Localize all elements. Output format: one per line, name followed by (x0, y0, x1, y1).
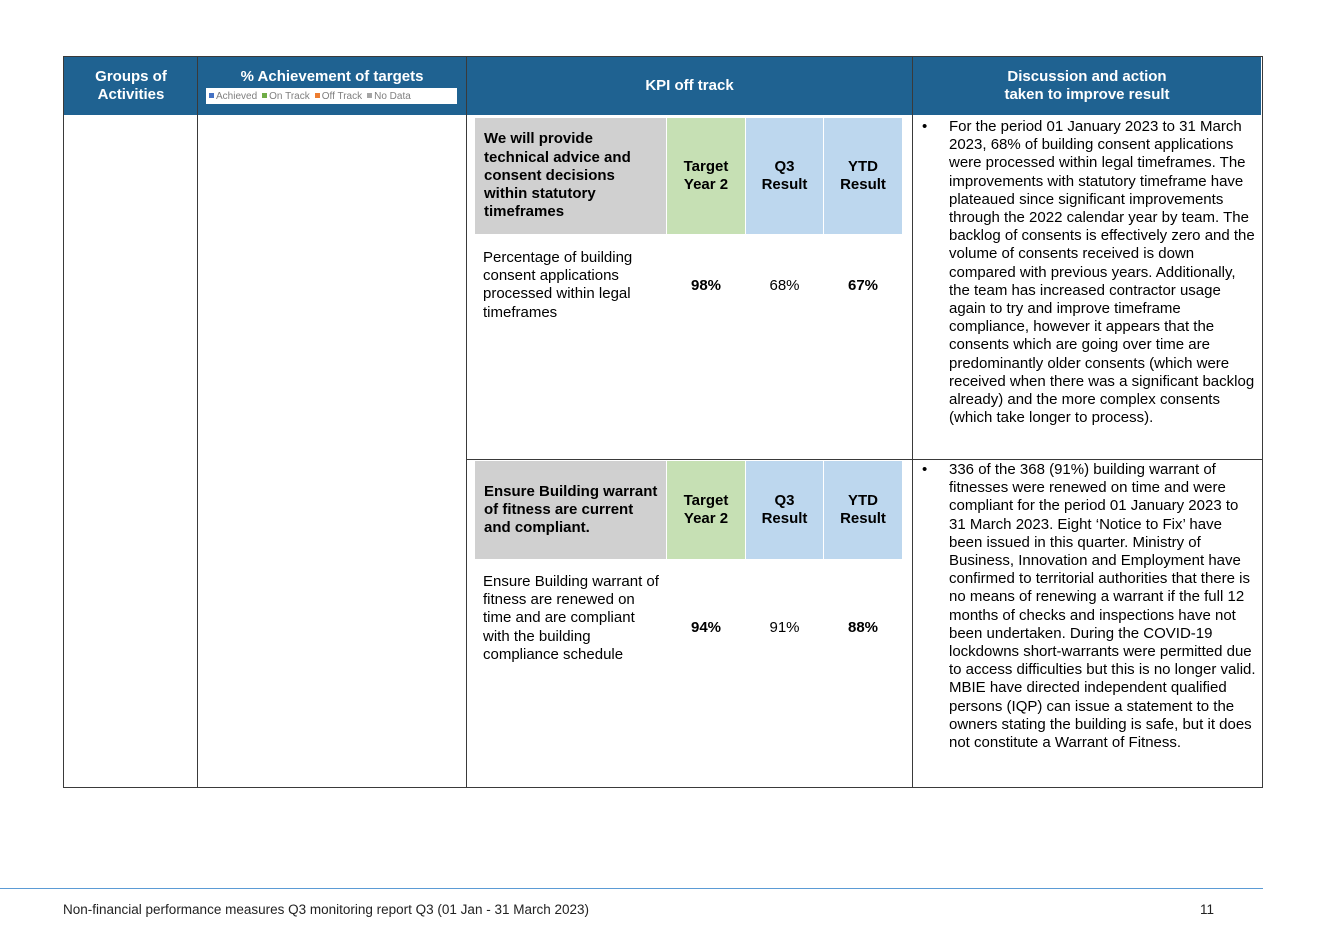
header-kpi-label: KPI off track (645, 77, 734, 94)
ytd-header-cell: YTD Result (824, 461, 902, 559)
measure-text: Ensure Building warrant of fitness are r… (483, 573, 659, 663)
col-divider-1 (197, 56, 198, 788)
ytd-value-text: 67% (847, 276, 879, 294)
achievement-legend: Achieved On Track Off Track No Data (206, 88, 457, 104)
measure-description: Ensure Building warrant of fitness are r… (483, 573, 659, 683)
header-discussion: Discussion and action taken to improve r… (913, 57, 1261, 115)
legend-item-off-track: Off Track (314, 90, 363, 102)
discussion-cell: 336 of the 368 (91%) building warrant of… (913, 461, 1258, 752)
q3-value-text: 68% (769, 276, 800, 294)
legend-item-no-data: No Data (367, 91, 411, 102)
legend-label-achieved: Achieved (216, 90, 258, 102)
header-discussion-line1: Discussion and action (1007, 68, 1167, 85)
footer-page-number: 11 (1200, 902, 1215, 917)
header-groups-line1: Groups of (95, 68, 167, 85)
discussion-list: 336 of the 368 (91%) building warrant of… (913, 461, 1258, 752)
q3-header-cell: Q3 Result (746, 118, 823, 234)
kpi-title-cell: Ensure Building warrant of fitness are c… (475, 461, 666, 559)
q3-header-cell: Q3 Result (746, 461, 823, 559)
ytd-header-cell: YTD Result (824, 118, 902, 234)
discussion-bullet: 336 of the 368 (91%) building warrant of… (913, 461, 1258, 752)
header-groups-line2: Activities (97, 86, 165, 103)
discussion-cell: For the period 01 January 2023 to 31 Mar… (913, 118, 1258, 427)
legend-label-no-data: No Data (374, 90, 411, 102)
target-header: Target Year 2 (683, 157, 729, 193)
q3-value-text: 91% (769, 618, 800, 636)
ytd-value-text: 88% (847, 618, 879, 636)
table-bottom-border (63, 787, 1263, 788)
measure-description: Percentage of building consent applicati… (483, 249, 659, 323)
discussion-list: For the period 01 January 2023 to 31 Mar… (913, 118, 1258, 427)
ytd-value: 88% (824, 619, 902, 637)
q3-header: Q3 Result (761, 491, 808, 527)
target-value: 94% (667, 619, 745, 637)
measure-text: Percentage of building consent applicati… (483, 249, 633, 321)
ytd-value: 67% (824, 277, 902, 295)
legend-label-on-track: On Track (269, 90, 310, 102)
q3-header: Q3 Result (761, 157, 808, 193)
legend-item-on-track: On Track (262, 91, 310, 102)
legend-swatch-achieved (209, 93, 214, 99)
table-right-border (1262, 56, 1263, 788)
target-value: 98% (667, 277, 745, 295)
col-divider-2 (466, 56, 467, 788)
footer-rule (0, 888, 1263, 889)
kpi-title-cell: We will provide technical advice and con… (475, 118, 666, 234)
target-value-text: 98% (690, 276, 722, 294)
target-header-cell: Target Year 2 (667, 461, 745, 559)
target-header-cell: Target Year 2 (667, 118, 745, 234)
target-header: Target Year 2 (683, 491, 729, 527)
legend-swatch-no-data (367, 93, 373, 99)
header-achievement: % Achievement of targets (198, 57, 466, 115)
ytd-header: YTD Result (840, 157, 886, 193)
target-value-text: 94% (690, 618, 722, 636)
kpi-title: We will provide technical advice and con… (484, 130, 631, 221)
table-left-border (63, 56, 64, 788)
header-discussion-line2: taken to improve result (1004, 86, 1170, 103)
header-groups: Groups of Activities (64, 57, 198, 115)
q3-value: 91% (746, 619, 823, 637)
legend-swatch-on-track (262, 93, 268, 99)
q3-value: 68% (746, 277, 823, 295)
row-divider-kpi (466, 459, 1263, 460)
legend-item-achieved: Achieved (209, 91, 257, 102)
kpi-title: Ensure Building warrant of fitness are c… (484, 482, 658, 537)
legend-label-off-track: Off Track (321, 90, 363, 102)
legend-swatch-off-track (314, 93, 320, 99)
header-kpi: KPI off track (466, 57, 913, 115)
table-top-border (63, 56, 1262, 57)
footer-title: Non-financial performance measures Q3 mo… (63, 902, 589, 917)
discussion-bullet: For the period 01 January 2023 to 31 Mar… (913, 118, 1258, 427)
ytd-header: YTD Result (840, 491, 886, 527)
header-achievement-label: % Achievement of targets (240, 68, 424, 85)
